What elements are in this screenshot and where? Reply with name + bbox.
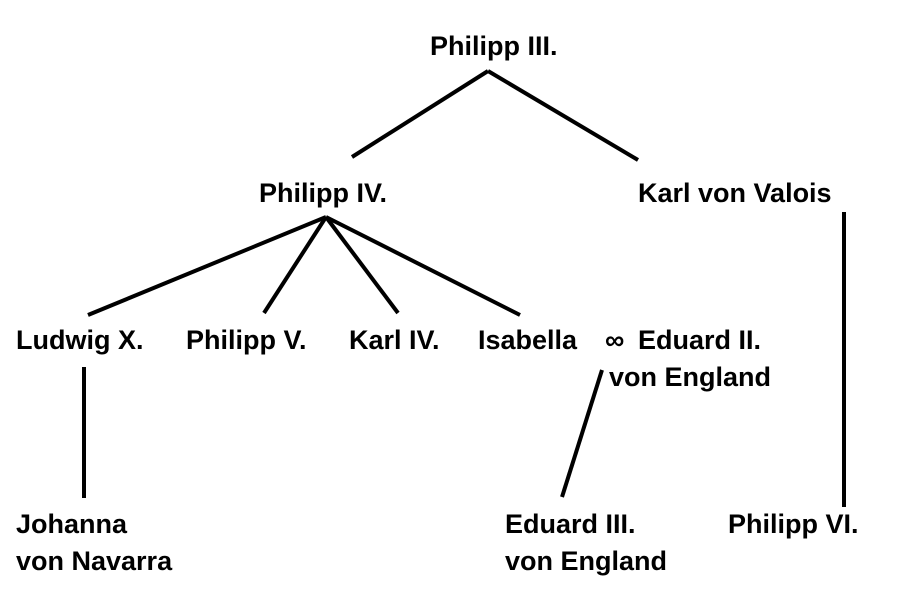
edge-philipp3-karl-valois: [486, 69, 640, 162]
edge-philipp4-karl4: [324, 215, 400, 315]
person-eduard-ii-line2: von England: [609, 362, 771, 392]
edge-philipp4-isabella: [325, 215, 521, 317]
person-philipp-iii: Philipp III.: [430, 31, 558, 61]
edge-philipp4-ludwig10: [87, 215, 327, 317]
person-karl-iv: Karl IV.: [349, 325, 440, 355]
person-philipp-v: Philipp V.: [186, 325, 307, 355]
person-eduard-ii-line1: Eduard II.: [638, 325, 762, 355]
person-johanna-von-navarra: Johanna von Navarra: [16, 506, 172, 580]
person-ludwig-x: Ludwig X.: [16, 325, 144, 355]
person-eduard-ii: Eduard II. von England: [609, 322, 771, 396]
person-johanna-line2: von Navarra: [16, 546, 173, 576]
person-eduard-iii: Eduard III. von England: [505, 506, 667, 580]
marriage-symbol: ∞: [605, 325, 625, 355]
edge-isabella-eduard3: [560, 369, 604, 498]
edge-philipp4-philipp5: [262, 215, 328, 315]
person-johanna-line1: Johanna: [16, 509, 128, 539]
person-philipp-iv: Philipp IV.: [259, 178, 388, 208]
person-karl-von-valois: Karl von Valois: [638, 178, 832, 208]
person-philipp-vi: Philipp VI.: [728, 509, 859, 539]
edge-philipp3-philipp4: [350, 69, 490, 159]
person-eduard-iii-line1: Eduard III.: [505, 509, 636, 539]
person-isabella: Isabella: [478, 325, 578, 355]
person-eduard-iii-line2: von England: [505, 546, 667, 576]
